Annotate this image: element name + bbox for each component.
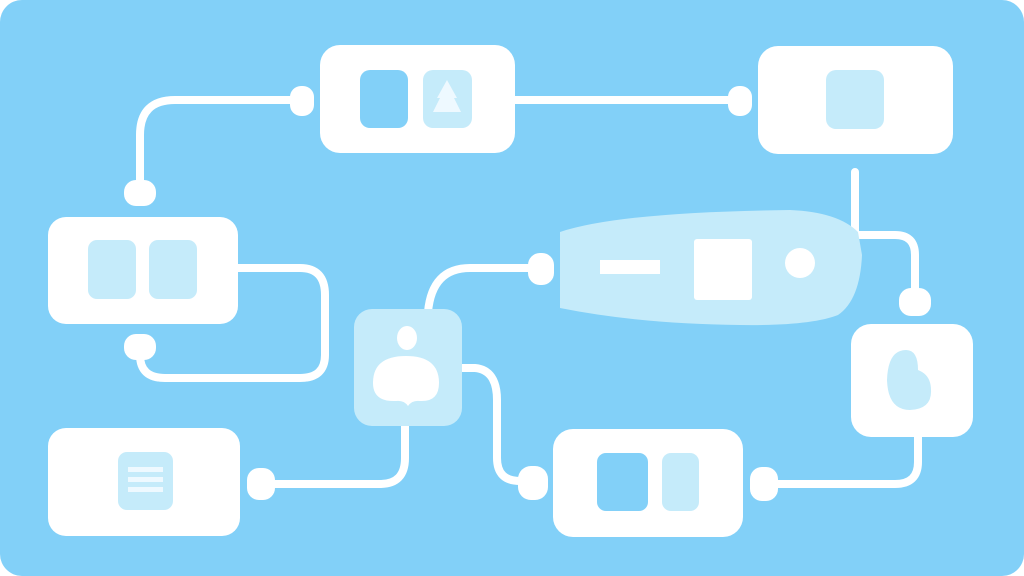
connector-person-to-bottom-left: [258, 422, 409, 488]
plug[interactable]: [124, 334, 156, 360]
list-icon: [128, 467, 163, 492]
connector-plugs: [124, 86, 931, 501]
node-wide-panel[interactable]: [560, 210, 862, 326]
connector-left-loop: [136, 264, 329, 382]
node-center-person[interactable]: [354, 309, 462, 426]
node-right-heart[interactable]: [851, 324, 973, 437]
node-top-center[interactable]: [320, 45, 515, 153]
blue-square-icon: [597, 453, 648, 511]
light-square-icon: [149, 240, 197, 299]
plug[interactable]: [247, 468, 275, 500]
node-bottom-left[interactable]: [48, 428, 240, 536]
light-square-icon: [662, 453, 699, 511]
node-bottom-center[interactable]: [553, 429, 743, 537]
minus-icon: [600, 260, 660, 274]
connector-person-to-panel: [424, 264, 539, 316]
plug[interactable]: [518, 466, 548, 500]
plug[interactable]: [124, 180, 156, 206]
plug[interactable]: [290, 86, 314, 116]
light-square-icon: [88, 240, 136, 299]
square-icon: [694, 239, 752, 300]
connectors: [136, 96, 922, 488]
node-top-right[interactable]: [758, 46, 953, 154]
heart-icon: [887, 350, 932, 410]
plug[interactable]: [750, 467, 778, 501]
user-icon: [373, 326, 439, 406]
node-left-middle[interactable]: [48, 217, 238, 324]
blue-square-icon: [360, 70, 408, 128]
connector-top-right-to-heart: [851, 168, 919, 299]
plug[interactable]: [899, 288, 931, 316]
tree-icon: [433, 80, 461, 112]
connector-heart-to-bottom-center: [766, 433, 922, 488]
circle-icon: [785, 248, 815, 278]
plug[interactable]: [728, 86, 752, 116]
connector-person-to-bottom-center: [458, 364, 534, 485]
plug[interactable]: [528, 253, 554, 285]
connector-top-to-left: [136, 96, 304, 189]
light-square-icon: [826, 70, 884, 129]
